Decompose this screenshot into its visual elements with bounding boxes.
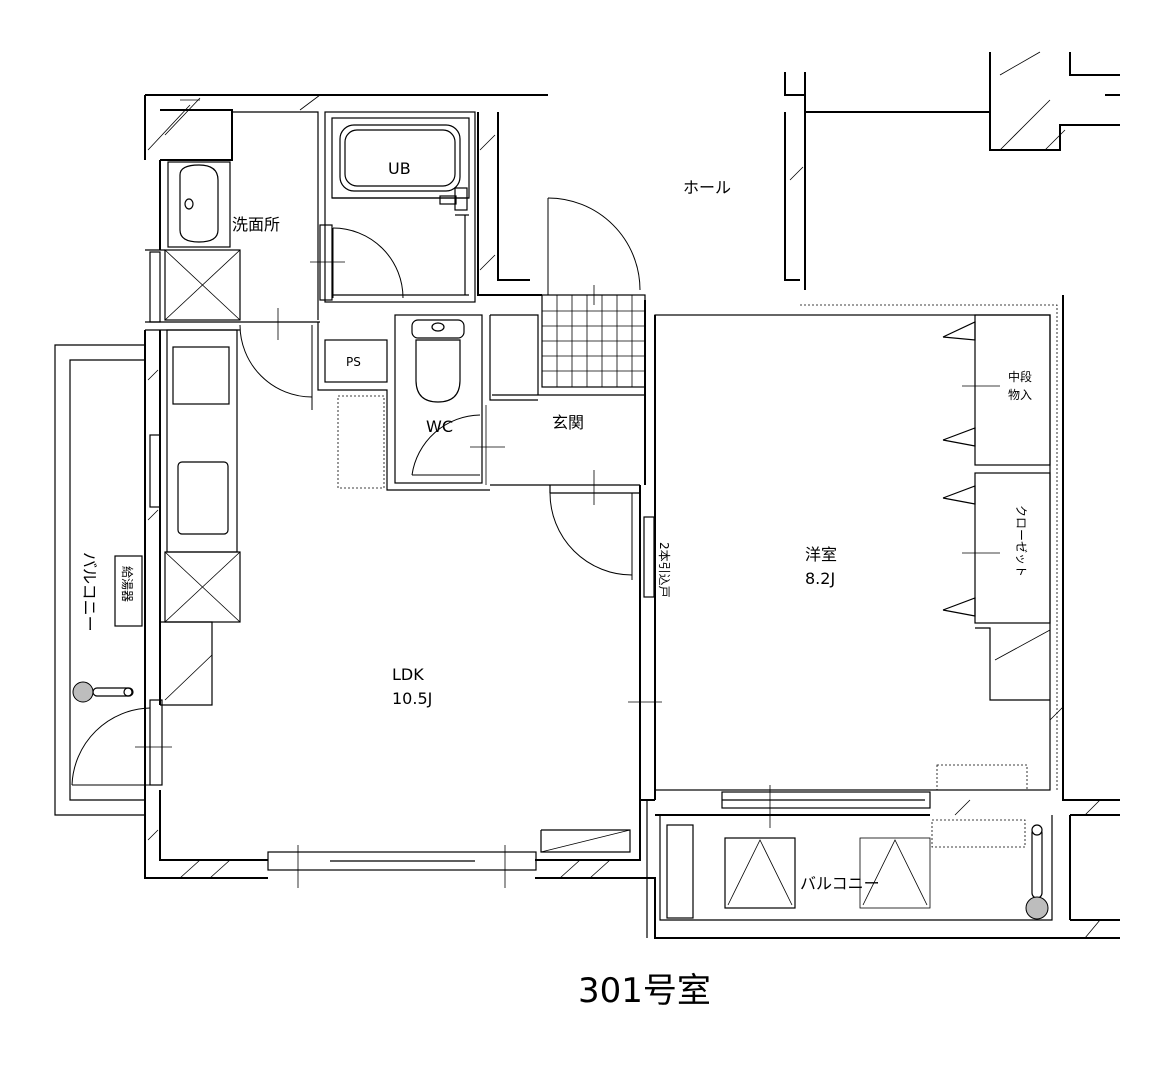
unit-title: 301号室: [578, 971, 711, 1011]
storage-bottom-label: 物入: [1008, 388, 1032, 402]
balcony-left-label: バルコニー: [80, 552, 99, 632]
outer-walls: [144, 51, 1120, 939]
western-room: 洋室 8.2J 中段 物入 クローゼット: [654, 304, 1058, 828]
storage-top-label: 中段: [1008, 369, 1032, 384]
unit-bath: UB: [310, 111, 476, 303]
kitchen-ldk: LDK 10.5J: [149, 329, 631, 888]
ps-label: PS: [346, 355, 361, 369]
washroom-label: 洗面所: [232, 215, 280, 234]
sliding-door-label: 2本引込戸: [657, 542, 671, 598]
water-heater-label: 給湯器: [120, 566, 134, 602]
sliding-door: 2本引込戸: [628, 485, 671, 800]
western-name: 洋室: [805, 545, 837, 564]
entrance-hall: ホール 玄関: [489, 178, 731, 580]
ps-wc: PS WC: [317, 314, 505, 491]
balcony-bottom-label: バルコニー: [800, 874, 880, 893]
closet-label: クローゼット: [1014, 505, 1028, 577]
washroom: 洗面所: [145, 111, 320, 410]
balcony-bottom: バルコニー: [646, 800, 1053, 938]
wc-label: WC: [426, 417, 453, 436]
ldk-size: 10.5J: [392, 689, 432, 708]
entrance-label: 玄関: [552, 413, 584, 432]
ub-label: UB: [388, 159, 411, 178]
balcony-left: 給湯器 バルコニー: [54, 344, 172, 816]
western-size: 8.2J: [805, 569, 835, 588]
ldk-name: LDK: [392, 665, 424, 684]
hall-label: ホール: [683, 178, 731, 197]
